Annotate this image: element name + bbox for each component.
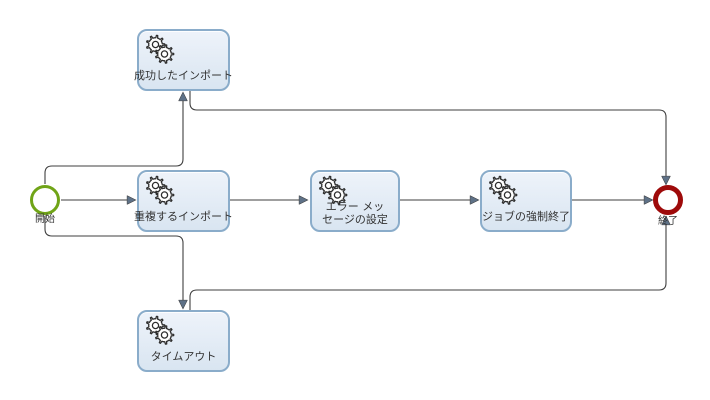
service-task-gears-icon [146, 34, 175, 64]
task-label: 成功したインポート [134, 69, 233, 82]
start-event-label: 開始 [35, 214, 55, 225]
flow-success-import-to-end [189, 91, 666, 184]
task-label: エラー メッ セージの設定 [304, 200, 406, 226]
flow-start-to-success-import [44, 93, 183, 184]
task-error-message-setting[interactable]: エラー メッ セージの設定 [310, 170, 400, 232]
task-label: タイムアウト [150, 350, 217, 363]
flow-start-to-timeout [44, 216, 183, 308]
end-event[interactable] [653, 185, 683, 215]
service-task-gears-icon [146, 175, 175, 205]
task-duplicate-import[interactable]: 重複するインポート [134, 170, 233, 232]
service-task-gears-icon [489, 175, 518, 205]
task-kill-job[interactable]: ジョブの強制終了 [480, 170, 572, 232]
service-task-gears-icon [319, 175, 348, 205]
task-label-line2: セージの設定 [322, 213, 388, 226]
task-label-line1: エラー メッ [325, 200, 385, 213]
task-success-import[interactable]: 成功したインポート [134, 29, 233, 91]
task-label: ジョブの強制終了 [482, 210, 570, 223]
end-event-label: 終了 [658, 216, 678, 227]
flow-timeout-to-end [189, 217, 666, 310]
start-event[interactable] [30, 185, 60, 215]
task-timeout[interactable]: タイムアウト [137, 310, 230, 372]
service-task-gears-icon [146, 315, 175, 345]
task-label: 重複するインポート [134, 210, 233, 223]
